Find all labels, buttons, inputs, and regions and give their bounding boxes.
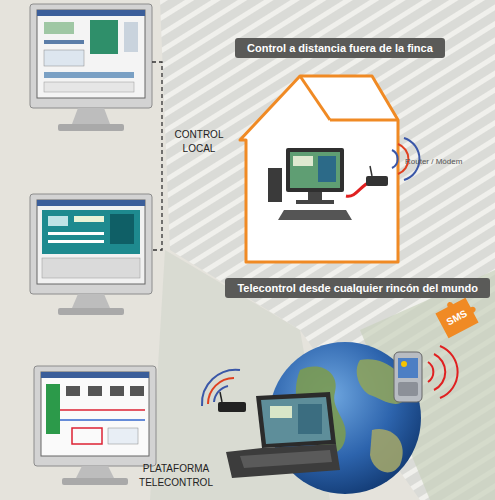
monitor bbox=[34, 366, 156, 485]
monitor bbox=[30, 4, 152, 131]
banner-text: Telecontrol desde cualquier rincón del m… bbox=[237, 281, 478, 295]
wifi-waves bbox=[428, 346, 458, 398]
house bbox=[240, 76, 398, 262]
group-label: CONTROL LOCAL bbox=[168, 128, 230, 155]
monitor bbox=[30, 194, 152, 315]
banner: Control a distancia fuera de la finca bbox=[235, 38, 445, 58]
wifi-waves bbox=[202, 370, 240, 406]
dashed-link bbox=[152, 62, 162, 250]
phone bbox=[394, 352, 422, 402]
banner-text: Control a distancia fuera de la finca bbox=[247, 41, 433, 55]
laptop bbox=[218, 392, 340, 478]
device-label: Router / Módem bbox=[405, 157, 491, 168]
banner: Telecontrol desde cualquier rincón del m… bbox=[225, 278, 490, 298]
platform-label: PLATAFORMA TELECONTROL bbox=[138, 462, 214, 489]
